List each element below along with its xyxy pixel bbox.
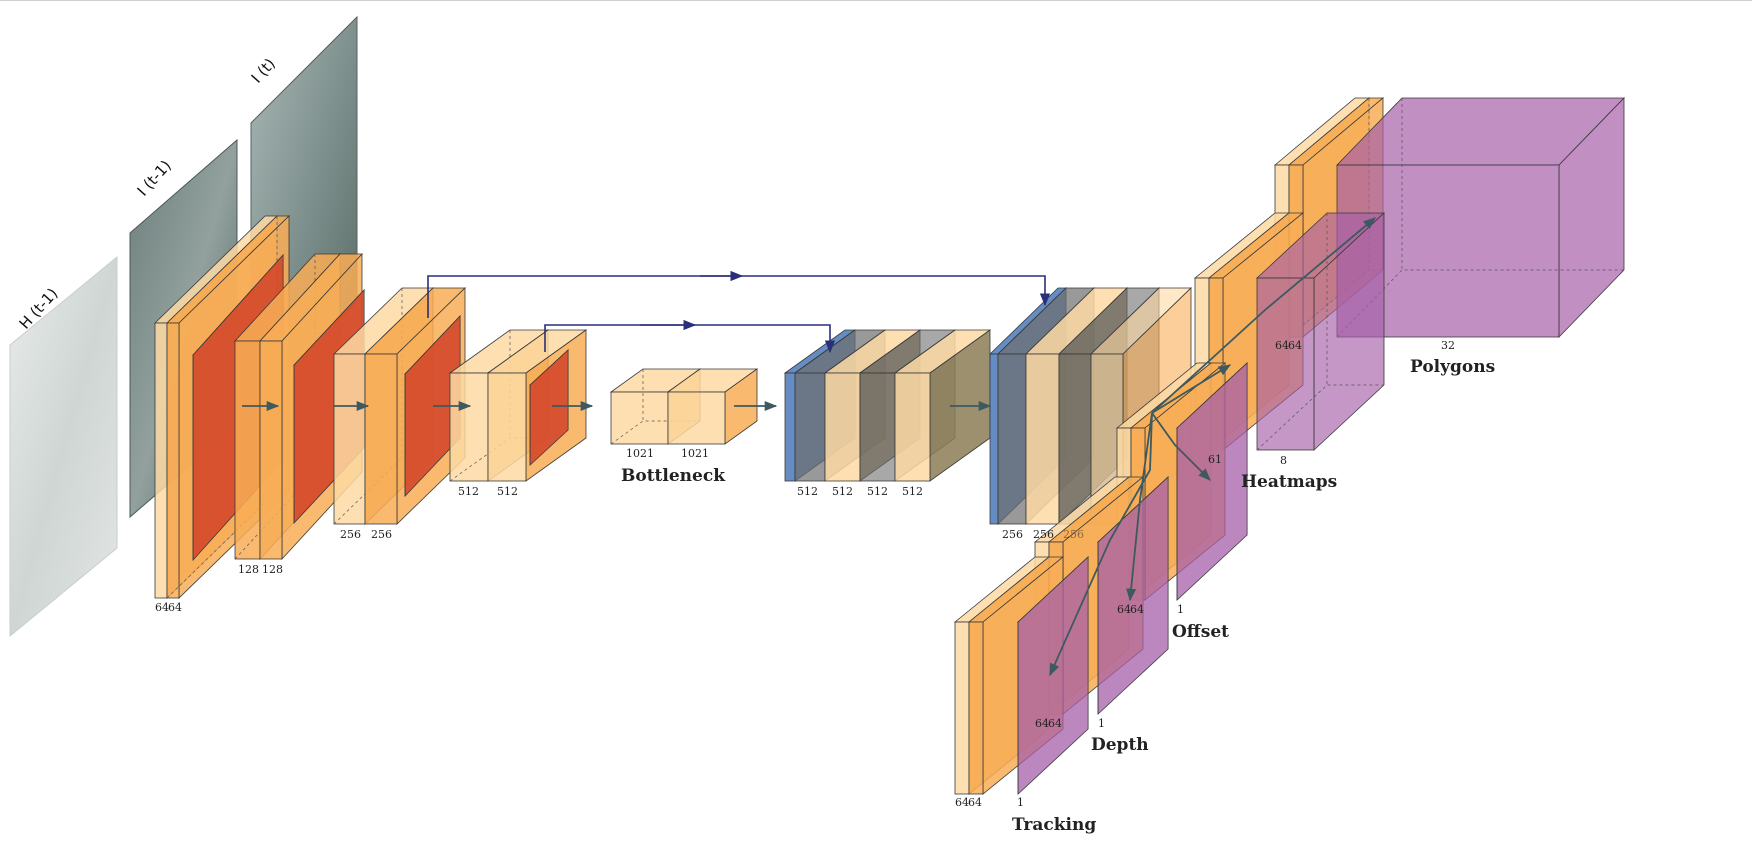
encoder bbox=[154, 215, 588, 599]
offset-out-dim: 1 bbox=[1177, 603, 1184, 616]
slab-front-face bbox=[449, 372, 489, 482]
slab-front-face bbox=[794, 372, 826, 482]
dec2-dim-c: 256 bbox=[1063, 528, 1084, 541]
slab-front-face bbox=[859, 372, 896, 482]
bottleneck-title: Bottleneck bbox=[621, 466, 726, 486]
input-label-i-curr: I (t) bbox=[248, 55, 279, 87]
offset-dim-a: 64 bbox=[1117, 603, 1131, 616]
bottleneck-dim-a: 1021 bbox=[626, 447, 654, 460]
slab-front-face bbox=[154, 322, 168, 599]
tracking-dim-b: 64 bbox=[968, 796, 982, 809]
slab-front-face bbox=[1058, 353, 1092, 525]
offset-title: Offset bbox=[1172, 622, 1229, 642]
slab-front-face bbox=[333, 353, 366, 525]
encoder-block-4-relu bbox=[528, 349, 570, 466]
polygons-dim-a: 64 bbox=[1275, 339, 1289, 352]
dec1-dim-b: 512 bbox=[832, 485, 853, 498]
heatmaps-extra-dim: 61 bbox=[1208, 453, 1222, 466]
dec1-dim-a: 512 bbox=[797, 485, 818, 498]
depth-out-dim: 1 bbox=[1098, 717, 1105, 730]
dec1-dim-d: 512 bbox=[902, 485, 923, 498]
tracking-dim-a: 64 bbox=[955, 796, 969, 809]
offset-dim-b: 64 bbox=[1130, 603, 1144, 616]
slab-front-face bbox=[667, 391, 726, 445]
slab-front-face bbox=[784, 372, 796, 482]
block-titles: Bottleneck Polygons Heatmaps Offset Dept… bbox=[621, 357, 1495, 835]
head-arrow-depth bbox=[1126, 412, 1153, 602]
skip-connection-outer bbox=[427, 275, 1051, 318]
heatmaps-title: Heatmaps bbox=[1241, 472, 1337, 492]
skip-connections bbox=[427, 270, 1051, 354]
encoder-block-3-relu bbox=[404, 314, 462, 498]
slab-front-face bbox=[968, 621, 984, 795]
depth-dim-a: 64 bbox=[1035, 717, 1049, 730]
enc3-dim-b: 256 bbox=[371, 528, 392, 541]
head-arrows bbox=[1049, 217, 1376, 677]
tracking-title: Tracking bbox=[1012, 815, 1096, 835]
bottleneck-block bbox=[609, 368, 759, 445]
enc1-dim-b: 64 bbox=[168, 601, 182, 614]
tracking-out-dim: 1 bbox=[1017, 796, 1024, 809]
offset-output bbox=[1175, 362, 1249, 601]
enc4-dim-b: 512 bbox=[497, 485, 518, 498]
input-image-h bbox=[9, 255, 118, 638]
head-arrow-offset bbox=[1151, 412, 1211, 481]
enc3-dim-a: 256 bbox=[340, 528, 361, 541]
dimension-labels: 64 64 128 128 256 256 512 512 1021 1021 … bbox=[155, 339, 1455, 809]
head-arrow-polygons bbox=[1151, 217, 1376, 414]
polygons-title: Polygons bbox=[1410, 357, 1495, 377]
slab-front-face bbox=[610, 391, 669, 445]
polygons-out-dim: 32 bbox=[1441, 339, 1455, 352]
slab-front-face bbox=[1256, 277, 1315, 451]
head-arrow-heatmaps bbox=[1151, 364, 1232, 414]
slab-front-face bbox=[1025, 353, 1060, 525]
slab-front-face bbox=[487, 372, 527, 482]
heatmaps-output bbox=[1255, 212, 1386, 451]
dec2-dim-a: 256 bbox=[1002, 528, 1023, 541]
polygons-dim-b: 64 bbox=[1288, 339, 1302, 352]
depth-title: Depth bbox=[1091, 735, 1149, 755]
slab-front-face bbox=[259, 340, 283, 560]
skip-connection-inner bbox=[544, 324, 836, 354]
slab-front-face bbox=[894, 372, 931, 482]
slab-hidden-edge bbox=[1256, 384, 1384, 451]
slab-front-face bbox=[364, 353, 398, 525]
bottleneck-dim-b: 1021 bbox=[681, 447, 709, 460]
slab-front-face bbox=[989, 353, 999, 525]
head-arrow-tracking bbox=[1049, 412, 1153, 677]
top-border bbox=[0, 0, 1752, 1]
heatmaps-out-dim: 8 bbox=[1280, 454, 1287, 467]
dec2-dim-b: 256 bbox=[1033, 528, 1054, 541]
slab-front-face bbox=[234, 340, 261, 560]
slab-front-face bbox=[997, 353, 1027, 525]
enc4-dim-a: 512 bbox=[458, 485, 479, 498]
slab-hidden-edge bbox=[610, 420, 700, 445]
enc1-dim-a: 64 bbox=[155, 601, 169, 614]
dec1-dim-c: 512 bbox=[867, 485, 888, 498]
slab-front-face bbox=[824, 372, 861, 482]
enc2-dim-a: 128 bbox=[238, 563, 259, 576]
enc2-dim-b: 128 bbox=[262, 563, 283, 576]
slab-front-face bbox=[166, 322, 180, 599]
slab-front-face bbox=[954, 621, 970, 795]
input-label-i-prev: I (t-1) bbox=[134, 157, 175, 200]
depth-dim-b: 64 bbox=[1048, 717, 1062, 730]
